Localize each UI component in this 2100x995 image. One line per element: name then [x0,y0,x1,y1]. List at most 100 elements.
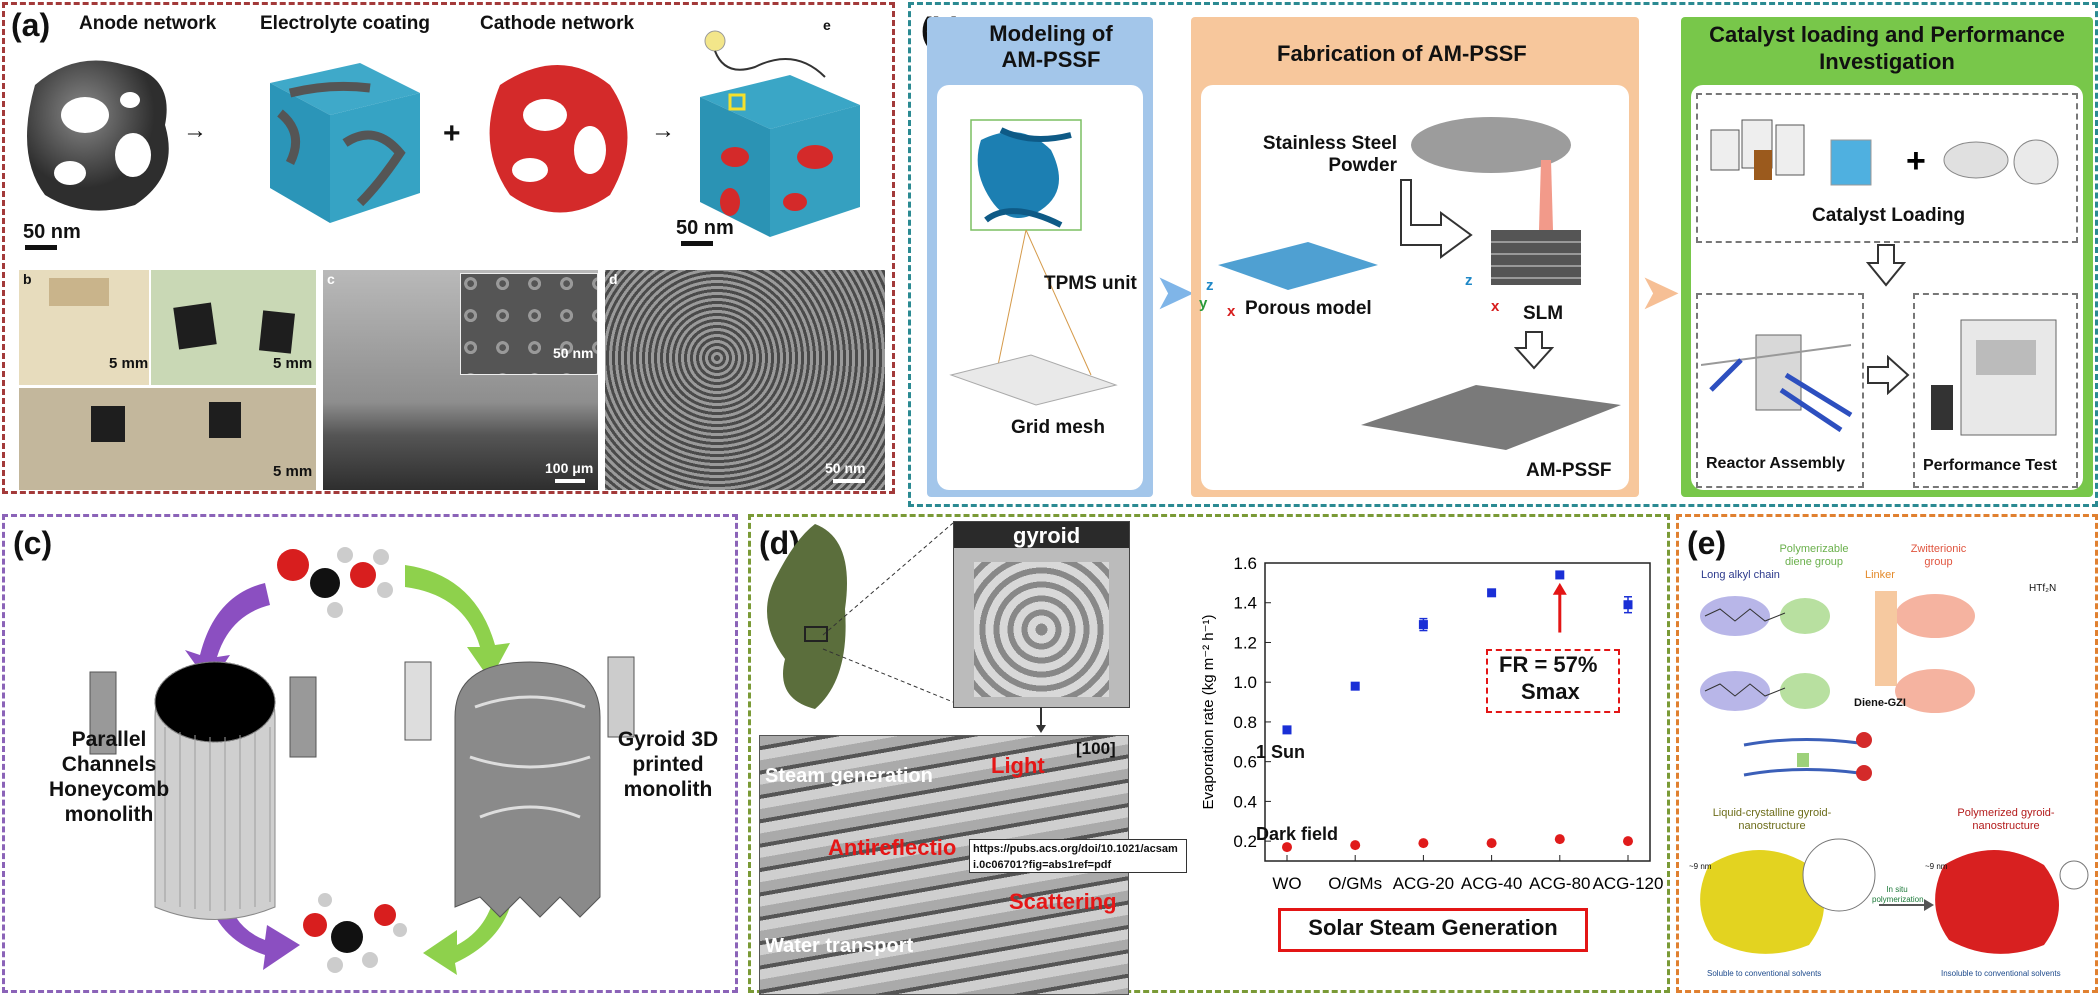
anode-network-image [27,60,169,211]
data-point-dark [1623,836,1633,847]
arrow-2: → [651,117,675,144]
x-tick-label: WO [1272,874,1301,893]
catalyst-title: Catalyst loading and Performance Investi… [1709,22,2065,74]
solar-steam-box [1278,908,1588,952]
dark-field-label: Dark field [1256,824,1339,844]
zwitterionic-label: Zwitterionic group [1910,543,1967,568]
fabrication-title: Fabrication of AM-PSSF [1277,41,1527,66]
panel-c-label: (c) [13,525,53,561]
photo-scale-1: 5 mm [109,355,149,372]
steam-label: Steam generation [765,765,933,787]
plot-frame [1264,562,1651,862]
insoluble-label: Insoluble to conventional solvents [1941,969,2061,978]
x-tick-label: ACG-120 [1593,874,1664,893]
scale-right-label: 50 nm [676,217,734,239]
one-sun-label: 1 Sun [1256,742,1306,762]
axis-x-1: x [1227,303,1236,320]
y-tick-label: 0.8 [1233,713,1257,732]
axis-x-2: x [1491,298,1500,315]
panel-b: (b) Modeling of AM-PSSF TPMS unit Grid m… [908,2,2098,507]
diene-gzi-structure [1700,591,1975,713]
soluble-label: Soluble to conventional solvents [1707,969,1822,978]
plus-sign: + [443,117,461,150]
htf-label: HTf₂N [2029,583,2057,594]
honeycomb-label: Parallel Channels Honeycomb monolith [49,728,170,826]
smax-label: Smax [1521,679,1580,704]
gyroid-monolith-label: Gyroid 3D printed monolith [617,728,719,801]
lc-gyroid-label: Liquid-crystalline gyroid-nanostructure [1712,807,1832,832]
full-cell-image [700,30,860,237]
data-point-dark [1350,840,1361,851]
sem-scale-bar [555,479,585,483]
reactor-box [1696,293,1864,488]
sub-b-label: b [23,271,32,287]
slm-stack-image [1491,160,1581,285]
photo-scale-2: 5 mm [273,355,313,372]
water-transport-label: Water transport [765,935,914,957]
scale-bar-right [681,241,713,246]
fr-annotation-box [1486,649,1620,713]
data-point-dark [1486,838,1497,849]
panel-a: (a) Anode network Electrolyte coating Ca… [2,2,895,494]
gyroid-label: gyroid [1013,523,1081,548]
cathode-title: Cathode network [480,13,635,34]
butterfly-wing-image [767,524,847,709]
y-tick-label: 1.4 [1233,594,1257,613]
methanol-cycle-diagram [185,547,515,975]
long-alkyl-label: Long alkyl chain [1701,569,1780,581]
solar-steam-label: Solar Steam Generation [1308,915,1558,940]
electrolyte-title: Electrolyte coating [260,13,430,34]
data-point-sun [1418,620,1428,630]
fabrication-arrow [1400,179,1473,259]
x-tick-label: ACG-20 [1393,874,1454,893]
y-tick-label: 1.6 [1233,554,1257,573]
sub-d-label: d [609,271,618,287]
url-box[interactable]: https://pubs.acs.org/doi/10.1021/acsami.… [969,839,1187,873]
tpms-label: TPMS unit [1044,273,1137,294]
panel-e-label: (e) [1687,525,1727,561]
sem-inset [460,273,598,375]
data-point-sun [1487,588,1497,598]
data-point-dark [1282,842,1292,853]
powder-label: Stainless Steel Powder [1262,133,1397,176]
cathode-network-image [489,65,628,213]
data-point-sun [1555,570,1565,580]
x-tick-label: O/GMs [1328,874,1382,893]
powder-pile-image [1411,117,1571,173]
performance-label: Performance Test [1923,457,2057,474]
arrow-b2: ➤ [1639,264,1681,320]
max-arrow-head [1552,582,1567,595]
gyroid-image [953,521,1130,708]
scattering-label: Scattering [1009,889,1117,914]
panel-c: (c) Parallel Channels Honeycomb monolith [2,514,738,993]
performance-box [1913,293,2078,488]
grid-mesh-label: Grid mesh [1011,417,1105,438]
sem-d-scale-bar [833,479,865,483]
y-tick-label: 0.4 [1233,792,1257,811]
arrow-b1: ➤ [1154,264,1196,320]
x-tick-label: ACG-80 [1529,874,1590,893]
y-tick-label: 0.6 [1233,753,1257,772]
diene-label: Diene-GZI [1854,697,1906,709]
down-arrow-b2 [1866,244,1906,287]
sem-inset-scale: 50 nm [553,345,594,361]
size-right-label: ~9 nm [1925,862,1948,871]
polymerizable-label: Polymerizable diene group [1779,543,1849,568]
fr-label: FR = 57% [1499,652,1598,677]
zoom-lines [822,522,1046,733]
reactor-label: Reactor Assembly [1706,455,1846,472]
right-arrow-b3 [1867,355,1910,395]
antireflection-label: Antireflectio [828,835,957,860]
light-label: Light [991,753,1045,778]
photo-b1 [19,270,149,385]
arrow-1: → [183,117,207,144]
y-tick-label: 1.2 [1233,633,1257,652]
scale-bar-left [25,245,57,250]
polymerized-gyroid-label: Polymerized gyroid-nanostructure [1957,807,2055,832]
modeling-title: Modeling of AM-PSSF [989,21,1113,72]
molecule-schematic [1743,732,1872,781]
panel-e: (e) Polymerizable diene group Zwitterion… [1676,514,2098,993]
photo-scale-3: 5 mm [273,463,313,480]
sem-scale: 100 μm [545,460,594,476]
data-point-sun [1282,725,1292,735]
